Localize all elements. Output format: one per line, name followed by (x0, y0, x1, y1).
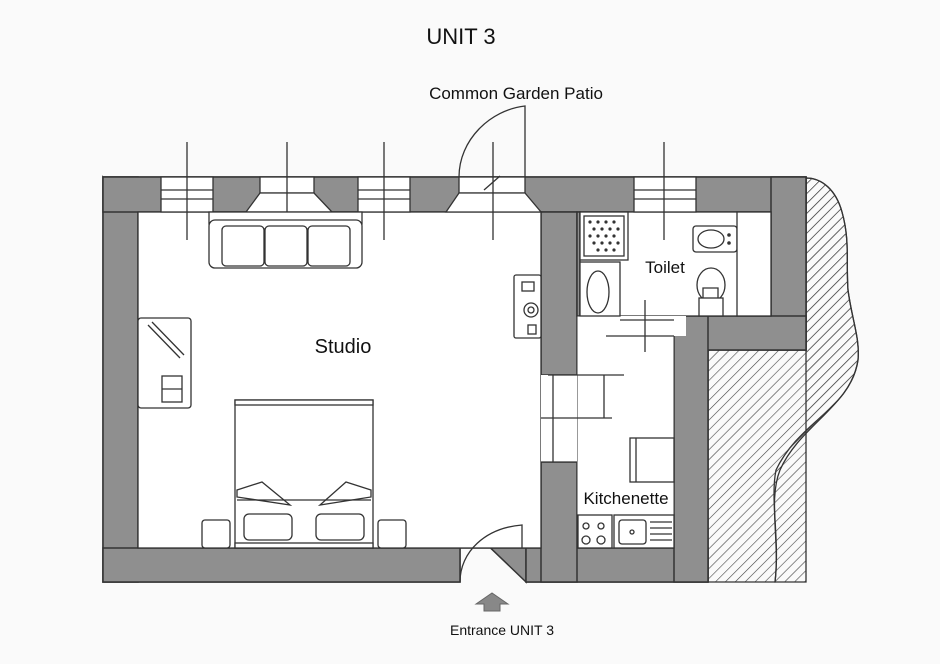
patio-door (458, 105, 526, 178)
windows (160, 142, 697, 240)
tv-unit-icon (513, 274, 542, 339)
kitchenette-room (576, 315, 675, 549)
toilet-label: Toilet (645, 258, 685, 277)
wall-left (102, 176, 139, 583)
studio-label: Studio (315, 336, 372, 358)
toilet-door (606, 300, 674, 352)
washbasin-icon (579, 261, 621, 317)
kitchen-sink-icon (613, 514, 675, 549)
fridge-icon (629, 437, 675, 483)
toilet-gap (620, 316, 686, 336)
hall-door (541, 374, 624, 463)
wall-right-lower (673, 315, 709, 583)
exterior-ground-lower (707, 177, 859, 583)
entrance-arrow-icon (474, 592, 510, 612)
kitchenette-label: Kitchenette (583, 489, 668, 508)
bed-icon (201, 399, 407, 549)
wall-bottom-left (102, 547, 461, 583)
entrance-label: Entrance UNIT 3 (450, 622, 554, 638)
wc-icon (696, 267, 726, 317)
entrance-door (459, 524, 523, 583)
patio-label: Common Garden Patio (429, 84, 603, 103)
plan-title: UNIT 3 (426, 24, 495, 49)
shower-icon (579, 211, 629, 261)
wardrobe-icon (137, 317, 192, 409)
wall-partition-upper (540, 211, 578, 376)
stove-icon (577, 514, 613, 549)
sink-icon (692, 211, 772, 317)
wall-partition-lower (540, 461, 578, 583)
sofa-icon (208, 211, 363, 269)
